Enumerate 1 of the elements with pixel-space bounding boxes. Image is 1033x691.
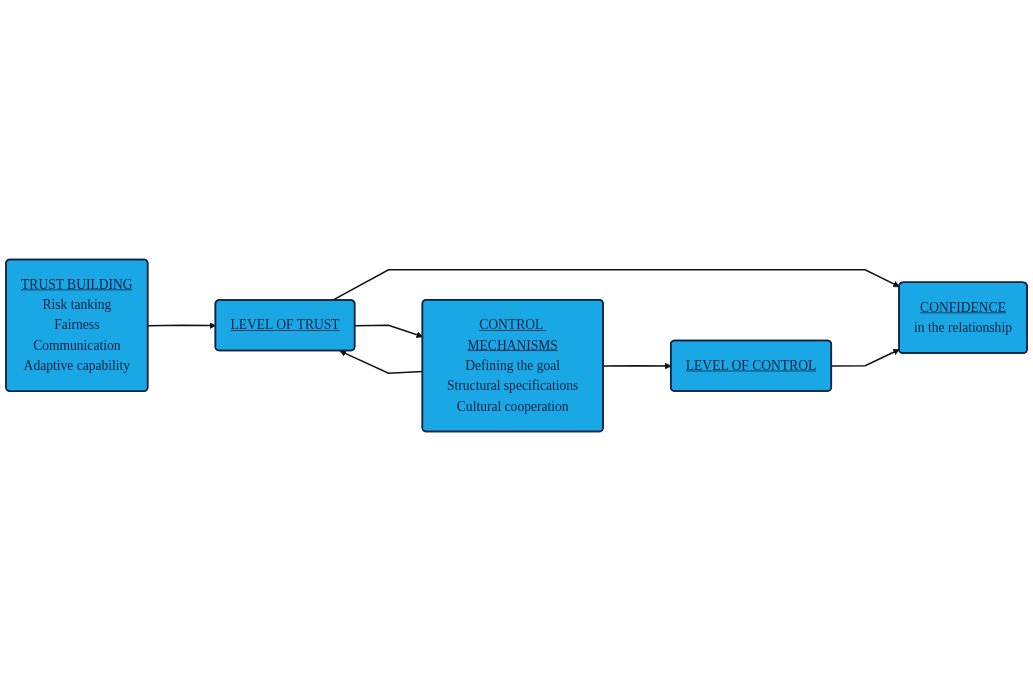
arrow — [331, 269, 900, 302]
